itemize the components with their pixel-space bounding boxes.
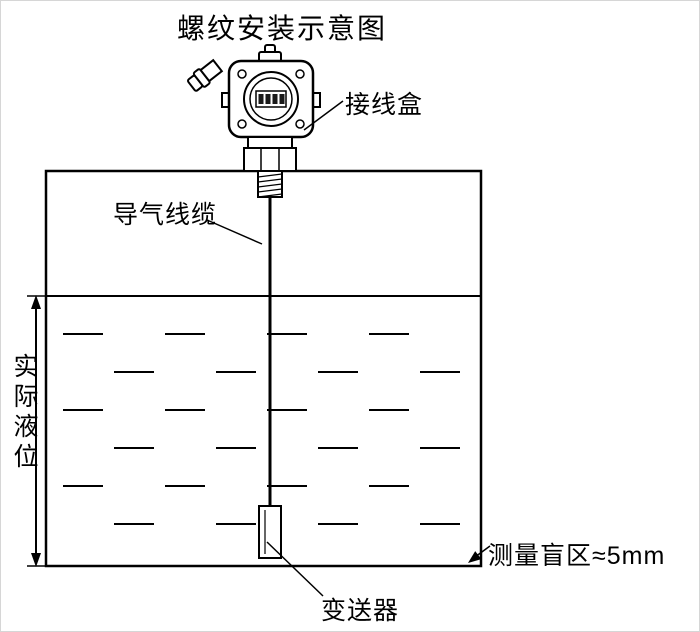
- label-blind-zone: 测量盲区≈5mm: [488, 542, 666, 570]
- arrow-up-icon: [31, 295, 41, 309]
- junction-box-leader: [303, 100, 344, 131]
- bolt-icon: [295, 119, 305, 129]
- label-junction-box: 接线盒: [345, 91, 424, 119]
- probe-body: [258, 505, 282, 559]
- bolt-icon: [237, 119, 247, 129]
- flange: [247, 136, 293, 149]
- liquid-dashes: [63, 333, 469, 525]
- level-dimension: [27, 295, 46, 567]
- transmitter-device: [187, 44, 321, 198]
- transmitter-leader: [266, 541, 324, 597]
- bolt-icon: [295, 69, 305, 79]
- arrow-left-down-icon: [468, 551, 482, 563]
- lcd-digits: [258, 94, 285, 104]
- thread-stub: [257, 170, 283, 198]
- blind-zone-leader: [468, 545, 491, 563]
- diagram-title: 螺纹安装示意图: [176, 13, 387, 44]
- bolt-icon: [237, 69, 247, 79]
- label-actual-level: 实际液位: [10, 353, 38, 473]
- mounting-nut: [243, 147, 297, 172]
- air-cable-leader: [206, 219, 263, 245]
- label-air-cable: 导气线缆: [113, 201, 218, 229]
- label-transmitter: 变送器: [321, 597, 400, 625]
- arrow-down-icon: [31, 553, 41, 567]
- cable-gland: [187, 58, 224, 92]
